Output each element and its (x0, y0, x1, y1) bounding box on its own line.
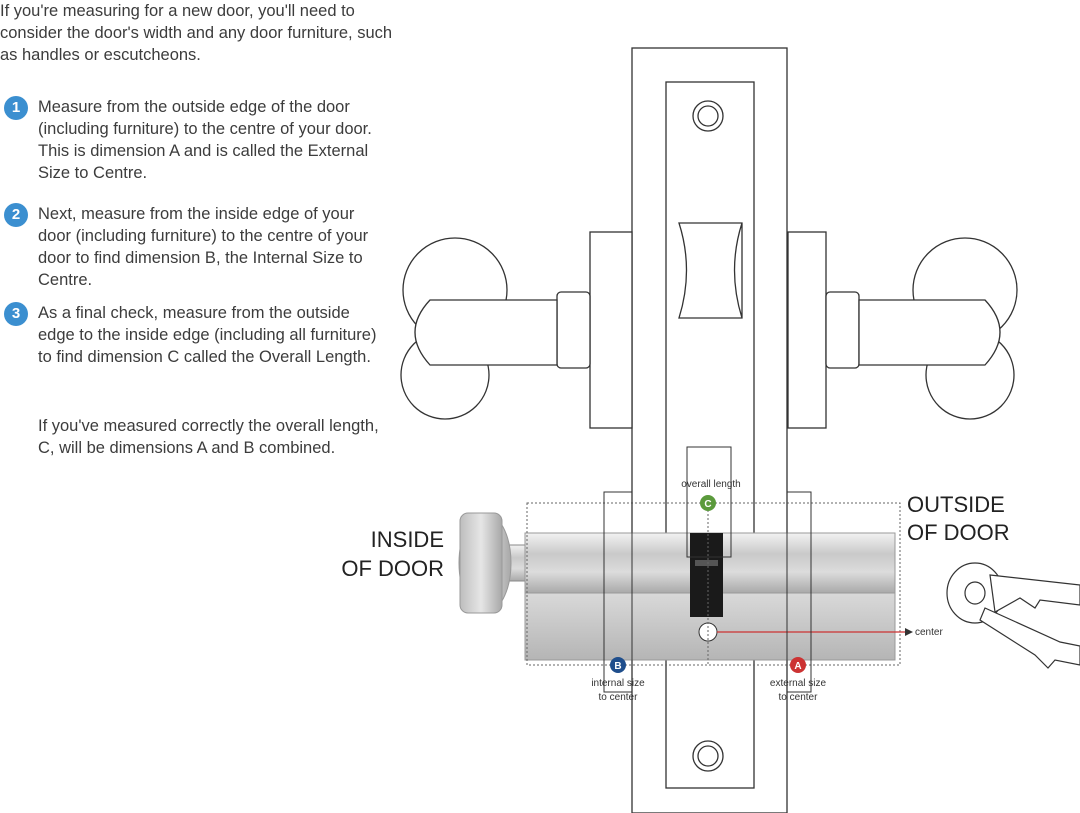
step-3-text: As a final check, measure from the outsi… (38, 304, 377, 366)
marker-c-label: C (704, 499, 711, 510)
latch-bolt-icon (678, 222, 743, 319)
internal-size-label-line2: to center (599, 692, 639, 703)
note-text: If you've measured correctly the overall… (38, 417, 379, 457)
center-arrow-icon (905, 628, 913, 636)
intro-text: If you're measuring for a new door, you'… (0, 2, 393, 64)
right-lever-handle (787, 231, 1018, 429)
external-size-label-line1: external size (770, 678, 827, 689)
inside-door-label-line2: OF DOOR (341, 556, 444, 581)
marker-a-label: A (794, 661, 801, 672)
marker-b-label: B (614, 661, 621, 672)
step-2-badge: 2 (4, 203, 28, 227)
label-frames (603, 446, 812, 693)
key-icon (946, 562, 1080, 669)
plate-screw-top (692, 100, 724, 132)
external-size-label-line2: to center (779, 692, 819, 703)
inside-door-label-line1: INSIDE (371, 527, 444, 552)
plate-screw-bottom (692, 740, 724, 772)
outside-door-label-line1: OUTSIDE (907, 492, 1005, 517)
step-3-badge: 3 (4, 302, 28, 326)
step-1-text: Measure from the outside edge of the doo… (38, 98, 372, 182)
center-label: center (915, 627, 943, 638)
marker-a: A (790, 657, 806, 673)
door-plate (631, 47, 788, 813)
step-1-badge: 1 (4, 96, 28, 120)
dimension-frames (526, 502, 901, 666)
outside-door-label-line2: OF DOOR (907, 520, 1010, 545)
euro-cylinder (458, 512, 896, 661)
internal-size-label-line1: internal size (591, 678, 645, 689)
marker-c: C (700, 495, 716, 511)
step-2-text: Next, measure from the inside edge of yo… (38, 205, 369, 289)
left-lever-handle (400, 231, 633, 429)
marker-b: B (610, 657, 626, 673)
overall-length-label: overall length (681, 479, 740, 490)
